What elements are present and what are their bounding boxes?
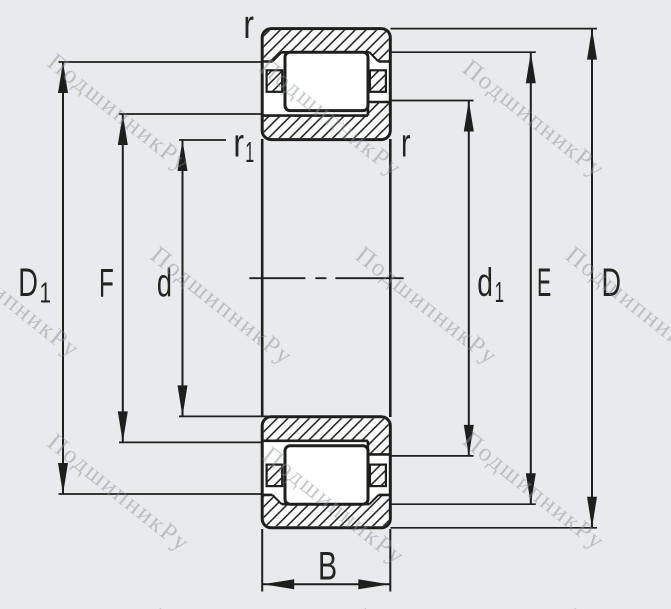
- dim-label-d: d: [157, 261, 172, 305]
- ext-lines-d: [179, 139, 278, 418]
- outer-ring-hatch-bottom: [263, 494, 389, 527]
- radius-label-r-top: r: [243, 3, 254, 47]
- section-bottom-hatching: [263, 418, 389, 527]
- radius-label-r-right: r: [401, 121, 411, 165]
- outer-ring-chamfer-lines-top: [271, 51, 380, 63]
- dimension-labels: D 1 F d d 1 E D r r 1 r B: [18, 3, 621, 588]
- radius-label-r1-sub: 1: [245, 137, 254, 169]
- outer-ring-chamfer-lines-bottom: [271, 494, 380, 505]
- ext-lines-D: [390, 27, 597, 529]
- dim-label-E: E: [537, 261, 551, 305]
- dim-label-d1-sub: 1: [495, 277, 504, 309]
- dim-label-D1-sub: 1: [40, 278, 52, 310]
- section-top-hatching: [263, 30, 389, 139]
- ext-lines-B: [261, 529, 392, 592]
- dim-label-B: B: [318, 544, 337, 588]
- roller-top: [283, 50, 370, 113]
- dim-label-D1: D: [18, 261, 38, 305]
- ext-lines-d1: [390, 99, 474, 457]
- section-bottom-outline: [260, 415, 392, 530]
- ext-lines-D1: [58, 61, 261, 495]
- roller-bottom: [283, 444, 370, 506]
- inner-ring-hatch-bottom: [263, 418, 389, 455]
- cage-left-top: [265, 69, 284, 93]
- cage-top: [265, 69, 387, 93]
- inner-ring-hatch-top: [263, 102, 389, 139]
- dim-label-F: F: [99, 261, 114, 305]
- cage-bottom: [265, 463, 387, 488]
- ext-lines-F: [119, 113, 262, 444]
- bearing-section-top: [260, 27, 392, 142]
- cage-left-bottom: [265, 463, 284, 488]
- section-top-outline: [260, 27, 392, 142]
- cage-right-top: [368, 69, 387, 93]
- outer-ring-hatch-top: [263, 30, 389, 62]
- ext-lines-E: [390, 51, 536, 506]
- bearing-section-bottom: [260, 415, 392, 530]
- radius-label-r1: r: [233, 121, 244, 165]
- section-top-lines: [262, 51, 390, 117]
- dim-label-d1: d: [477, 261, 493, 305]
- cage-right-bottom: [368, 463, 387, 488]
- dim-label-D: D: [602, 261, 622, 305]
